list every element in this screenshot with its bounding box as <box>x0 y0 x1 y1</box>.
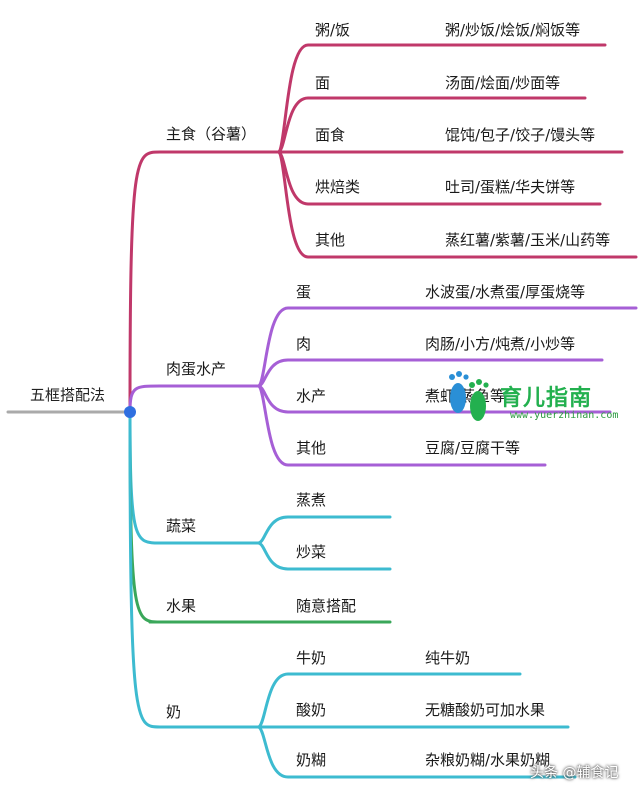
staple-child-label-2: 面 <box>315 74 331 92</box>
branch-label-vegetable: 蔬菜 <box>166 517 197 535</box>
staple-child-line-2 <box>276 96 587 154</box>
source-credit: 头条 @辅食记 <box>530 765 619 781</box>
branch-trunk-staple <box>128 150 280 414</box>
dairy-child-detail-1: 纯牛奶 <box>425 649 471 667</box>
protein-child-label-1: 蛋 <box>296 283 312 301</box>
branch-label-staple: 主食（谷薯） <box>166 125 257 143</box>
dairy-child-label-1: 牛奶 <box>296 649 327 667</box>
protein-child-label-4: 其他 <box>296 439 327 457</box>
staple-child-label-4: 烘焙类 <box>315 178 361 196</box>
dairy-child-label-2: 酸奶 <box>296 701 327 719</box>
staple-child-label-1: 粥/饭 <box>315 21 351 39</box>
fruit-child-label-1: 随意搭配 <box>296 597 357 615</box>
protein-child-detail-4: 豆腐/豆腐干等 <box>425 439 521 457</box>
staple-child-detail-3: 馄饨/包子/饺子/馒头等 <box>445 126 596 144</box>
dairy-child-line-3 <box>256 725 577 779</box>
protein-child-detail-2: 肉肠/小方/炖煮/小炒等 <box>425 335 576 353</box>
staple-child-detail-1: 粥/炒饭/烩饭/焖饭等 <box>445 21 581 39</box>
vegetable-child-line-1 <box>256 515 392 545</box>
protein-child-detail-1: 水波蛋/水煮蛋/厚蛋烧等 <box>425 283 586 301</box>
staple-child-label-3: 面食 <box>315 126 346 144</box>
protein-child-label-2: 肉 <box>296 335 312 353</box>
watermark-url: www.yuerzhinan.com <box>510 410 619 421</box>
watermark-footprint-icon <box>449 371 489 421</box>
staple-child-label-5: 其他 <box>315 231 346 249</box>
dairy-child-label-3: 奶糊 <box>296 751 327 769</box>
staple-child-detail-4: 吐司/蛋糕/华夫饼等 <box>445 178 576 196</box>
protein-child-line-4 <box>256 384 547 467</box>
branch-label-dairy: 奶 <box>166 703 182 721</box>
root-node-dot <box>124 406 136 418</box>
dairy-child-line-1 <box>256 672 522 729</box>
branch-trunk-dairy <box>128 410 260 729</box>
branch-label-fruit: 水果 <box>166 597 197 615</box>
dairy-child-detail-2: 无糖酸奶可加水果 <box>425 701 546 719</box>
root-label: 五框搭配法 <box>30 386 106 404</box>
watermark-text: 育儿指南 <box>500 386 593 411</box>
branch-trunk-protein <box>128 384 260 414</box>
staple-child-detail-5: 蒸红薯/紫薯/玉米/山药等 <box>445 231 611 249</box>
vegetable-child-line-2 <box>256 541 392 571</box>
protein-child-line-1 <box>256 306 638 388</box>
staple-child-line-5 <box>276 150 638 259</box>
staple-child-detail-2: 汤面/烩面/炒面等 <box>445 74 561 92</box>
protein-child-label-3: 水产 <box>296 387 327 405</box>
branch-label-protein: 肉蛋水产 <box>166 360 227 378</box>
vegetable-child-label-2: 炒菜 <box>296 543 327 561</box>
dairy-child-detail-3: 杂粮奶糊/水果奶糊 <box>425 751 551 769</box>
vegetable-child-label-1: 蒸煮 <box>296 491 327 509</box>
